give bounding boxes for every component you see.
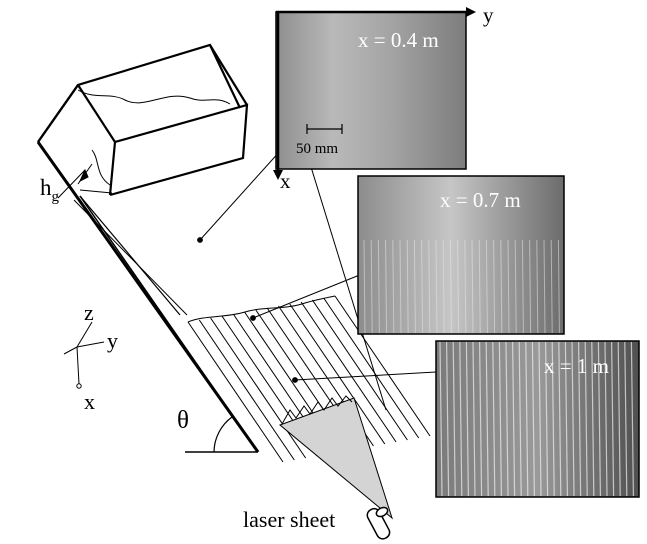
photo-streak	[479, 341, 483, 497]
laser-label: laser sheet	[243, 507, 335, 532]
photo-axis-x: x	[280, 169, 291, 193]
photo-streak	[551, 341, 555, 497]
photo-streak	[507, 239, 510, 334]
photo-streak	[493, 239, 496, 334]
scale-bar-label: 50 mm	[296, 141, 338, 157]
photo-streak	[385, 239, 388, 334]
photo-streak	[406, 239, 409, 334]
photo-streak	[363, 239, 366, 334]
photo-x-1	[435, 340, 640, 498]
gate-height-marker	[57, 163, 93, 199]
photo-3-label: x = 1 m	[544, 354, 609, 378]
photo-streak	[413, 239, 416, 334]
photo-streak	[459, 341, 463, 497]
laser-source	[366, 506, 391, 540]
axis-triad	[63, 321, 105, 389]
angle-marker	[185, 416, 258, 453]
laser-fan	[279, 395, 393, 520]
rivulet-line	[187, 321, 284, 463]
photo-streak	[525, 341, 529, 497]
photo-streak	[471, 239, 474, 334]
photo-axis-y: y	[483, 3, 494, 27]
photo-streak	[478, 239, 481, 334]
photo-streak	[591, 341, 595, 497]
photo-streak	[550, 239, 553, 334]
photo-streak	[399, 239, 402, 334]
photo-streak	[435, 239, 438, 334]
photo-streak	[498, 341, 502, 497]
photo-streak	[464, 239, 467, 334]
photo-streak	[617, 341, 621, 497]
photo-streak	[428, 239, 431, 334]
photo-x-0.7	[357, 175, 565, 335]
rivulet-line	[289, 303, 386, 445]
flow-front	[187, 295, 336, 323]
photo-streak	[512, 341, 516, 497]
rivulet-line	[300, 301, 397, 443]
gate-box	[37, 43, 249, 197]
photo-streak	[472, 341, 476, 497]
photo-2-label: x = 0.7 m	[440, 188, 521, 212]
photo-streak	[630, 341, 634, 497]
photo-streak	[571, 341, 575, 497]
photo-streak	[529, 239, 532, 334]
photo-streak	[392, 239, 395, 334]
photo-streak	[442, 239, 445, 334]
photo-streak	[521, 239, 524, 334]
photo-streak	[500, 239, 503, 334]
photo-streak	[545, 341, 549, 497]
axis-z-label: z	[84, 300, 94, 325]
rivulet-line	[311, 299, 408, 441]
rivulet-line	[210, 317, 307, 459]
photo-streak	[536, 239, 539, 334]
photo-streak	[584, 341, 588, 497]
photo-streak	[465, 341, 469, 497]
axis-x-label: x	[84, 389, 95, 414]
photo-streak	[457, 239, 460, 334]
photo-streak	[449, 239, 452, 334]
photo-streak	[505, 341, 509, 497]
rivulet-line	[198, 319, 295, 461]
angle-label: θ	[177, 407, 189, 434]
photo-streak	[446, 341, 450, 497]
photo-streak	[578, 341, 582, 497]
axis-y-label: y	[107, 328, 118, 353]
photo-streak	[485, 341, 489, 497]
photo-x-0.4	[273, 7, 476, 180]
photo-streak	[558, 341, 562, 497]
photo-streak	[439, 341, 443, 497]
photo-streak	[377, 239, 380, 334]
photo-streak	[597, 341, 601, 497]
photo-streak	[624, 341, 628, 497]
rivulet-line	[334, 295, 431, 437]
photo-streak	[543, 239, 546, 334]
photo-streak	[611, 341, 615, 497]
photo-streak	[564, 341, 568, 497]
photo-streak	[518, 341, 522, 497]
photo-streak	[492, 341, 496, 497]
leader-lines	[197, 139, 437, 383]
photo-streak	[514, 239, 517, 334]
photo-streak	[557, 239, 560, 334]
photo-streak	[370, 239, 373, 334]
photo-streak	[538, 341, 542, 497]
photo-streak	[421, 239, 424, 334]
photo-streak	[485, 239, 488, 334]
photo-streak	[452, 341, 456, 497]
gate-height-label: hg	[40, 175, 60, 205]
photo-streak	[604, 341, 608, 497]
photo-1-label: x = 0.4 m	[358, 28, 439, 52]
photo-streak	[531, 341, 535, 497]
rivulet-line	[323, 297, 420, 439]
